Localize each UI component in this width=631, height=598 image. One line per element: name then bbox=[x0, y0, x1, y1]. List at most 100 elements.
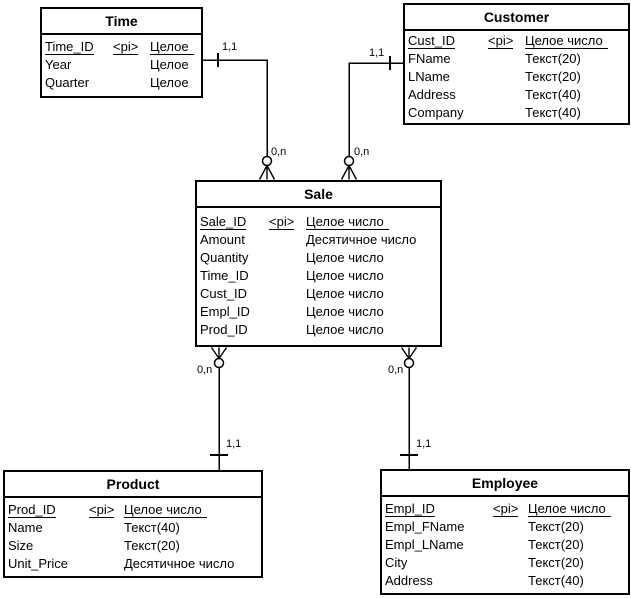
attribute-row: Quantity Целое число bbox=[200, 249, 438, 267]
attribute-row: FName Текст(20) bbox=[408, 50, 626, 68]
pk-indicator: <pi> bbox=[493, 501, 519, 517]
cardinality-label: 1,1 bbox=[416, 438, 432, 450]
attribute-name: FName bbox=[408, 51, 451, 66]
attribute-name: Address bbox=[408, 87, 456, 102]
attribute-row: Time_ID Целое число bbox=[200, 267, 438, 285]
attribute-type: Целое bbox=[150, 57, 189, 72]
cardinality-label: 0,n bbox=[354, 146, 370, 158]
relation-sale-employee[interactable] bbox=[400, 347, 418, 470]
attribute-name: Time_ID bbox=[45, 39, 94, 55]
attribute-list: Empl_ID <pi> Целое число Empl_FName Текс… bbox=[382, 497, 628, 590]
attribute-name: Quantity bbox=[200, 250, 249, 265]
attribute-name: Cust_ID bbox=[200, 286, 247, 301]
attribute-name: Address bbox=[385, 573, 433, 588]
attribute-type: Текст(20) bbox=[124, 538, 180, 553]
entity-product[interactable]: Product Prod_ID <pi> Целое число Name Те… bbox=[3, 470, 263, 578]
attribute-name: Cust_ID bbox=[408, 33, 455, 49]
attribute-type: Целое число bbox=[306, 214, 389, 230]
attribute-name: Empl_ID bbox=[200, 304, 250, 319]
attribute-name: City bbox=[385, 555, 408, 570]
entity-time[interactable]: Time Time_ID <pi> Целое Year Целое Quart… bbox=[40, 7, 203, 98]
attribute-type: Целое bbox=[150, 75, 189, 90]
attribute-row: Empl_LName Текст(20) bbox=[385, 536, 626, 554]
entity-title: Employee bbox=[382, 471, 628, 497]
attribute-name: Prod_ID bbox=[200, 322, 248, 337]
zero-ring-marker bbox=[343, 155, 355, 167]
attribute-row: Empl_ID <pi> Целое число bbox=[385, 500, 626, 518]
entity-title: Time bbox=[42, 9, 201, 35]
pk-indicator: <pi> bbox=[488, 33, 514, 49]
attribute-list: Time_ID <pi> Целое Year Целое Quarter Це… bbox=[42, 35, 201, 92]
crow-foot-many-marker bbox=[400, 347, 418, 359]
attribute-type: Текст(20) bbox=[525, 51, 581, 66]
attribute-name: Year bbox=[45, 57, 72, 72]
cardinality-label: 0,n bbox=[388, 364, 404, 376]
attribute-name: Prod_ID bbox=[8, 502, 56, 518]
attribute-type: Целое число bbox=[306, 268, 384, 283]
cardinality-label: 0,n bbox=[197, 364, 213, 376]
attribute-row: Unit_Price Десятичное число bbox=[8, 555, 259, 573]
attribute-type: Текст(20) bbox=[525, 69, 581, 84]
attribute-name: Amount bbox=[200, 232, 245, 247]
attribute-type: Целое число bbox=[306, 286, 384, 301]
entity-customer[interactable]: Customer Cust_ID <pi> Целое число FName … bbox=[403, 3, 630, 125]
entity-title: Sale bbox=[197, 182, 440, 208]
attribute-row: Quarter Целое bbox=[45, 74, 199, 92]
pk-indicator: <pi> bbox=[89, 502, 115, 518]
attribute-row: Address Текст(40) bbox=[408, 86, 626, 104]
attribute-row: Empl_FName Текст(20) bbox=[385, 518, 626, 536]
cardinality-label: 1,1 bbox=[226, 438, 242, 450]
cardinality-label: 0,n bbox=[271, 146, 287, 158]
entity-title: Product bbox=[5, 472, 261, 498]
attribute-name: Empl_FName bbox=[385, 519, 465, 534]
attribute-list: Prod_ID <pi> Целое число Name Текст(40) … bbox=[5, 498, 261, 573]
attribute-row: Company Текст(40) bbox=[408, 104, 626, 122]
attribute-type: Текст(20) bbox=[528, 537, 584, 552]
attribute-row: Prod_ID <pi> Целое число bbox=[8, 501, 259, 519]
pk-indicator: <pi> bbox=[113, 39, 139, 55]
attribute-name: Empl_LName bbox=[385, 537, 464, 552]
attribute-name: Quarter bbox=[45, 75, 90, 90]
attribute-row: Amount Десятичное число bbox=[200, 231, 438, 249]
attribute-row: Year Целое bbox=[45, 56, 199, 74]
attribute-type: Текст(40) bbox=[528, 573, 584, 588]
crow-foot-many-marker bbox=[340, 165, 358, 180]
attribute-name: Sale_ID bbox=[200, 214, 247, 230]
relation-time-sale[interactable] bbox=[203, 53, 276, 180]
cardinality-label: 1,1 bbox=[369, 47, 385, 59]
crow-foot-many-marker bbox=[258, 165, 276, 180]
attribute-type: Целое число bbox=[525, 33, 608, 49]
entity-employee[interactable]: Employee Empl_ID <pi> Целое число Empl_F… bbox=[380, 469, 630, 595]
attribute-name: Unit_Price bbox=[8, 556, 68, 571]
attribute-row: Time_ID <pi> Целое bbox=[45, 38, 199, 56]
attribute-name: Company bbox=[408, 105, 464, 120]
relation-customer-sale[interactable] bbox=[340, 56, 404, 180]
attribute-list: Cust_ID <pi> Целое число FName Текст(20)… bbox=[405, 31, 628, 122]
attribute-type: Текст(20) bbox=[528, 519, 584, 534]
attribute-name: Time_ID bbox=[200, 268, 249, 283]
entity-sale[interactable]: Sale Sale_ID <pi> Целое число Amount Дес… bbox=[195, 180, 442, 347]
attribute-row: Empl_ID Целое число bbox=[200, 303, 438, 321]
attribute-row: City Текст(20) bbox=[385, 554, 626, 572]
attribute-name: Empl_ID bbox=[385, 501, 435, 517]
attribute-list: Sale_ID <pi> Целое число Amount Десятичн… bbox=[197, 208, 440, 339]
attribute-row: Sale_ID <pi> Целое число bbox=[200, 213, 438, 231]
attribute-row: Size Текст(20) bbox=[8, 537, 259, 555]
attribute-name: LName bbox=[408, 69, 450, 84]
relation-sale-product[interactable] bbox=[210, 347, 228, 471]
attribute-type: Целое число bbox=[306, 304, 384, 319]
attribute-row: Cust_ID <pi> Целое число bbox=[408, 32, 626, 50]
attribute-type: Текст(40) bbox=[124, 520, 180, 535]
attribute-row: LName Текст(20) bbox=[408, 68, 626, 86]
attribute-row: Address Текст(40) bbox=[385, 572, 626, 590]
attribute-row: Cust_ID Целое число bbox=[200, 285, 438, 303]
zero-ring-marker bbox=[213, 357, 225, 369]
attribute-name: Name bbox=[8, 520, 43, 535]
attribute-row: Name Текст(40) bbox=[8, 519, 259, 537]
attribute-name: Size bbox=[8, 538, 34, 553]
entity-title: Customer bbox=[405, 5, 628, 31]
attribute-type: Целое число bbox=[306, 250, 384, 265]
attribute-type: Десятичное число bbox=[124, 556, 235, 571]
crow-foot-many-marker bbox=[210, 347, 228, 359]
